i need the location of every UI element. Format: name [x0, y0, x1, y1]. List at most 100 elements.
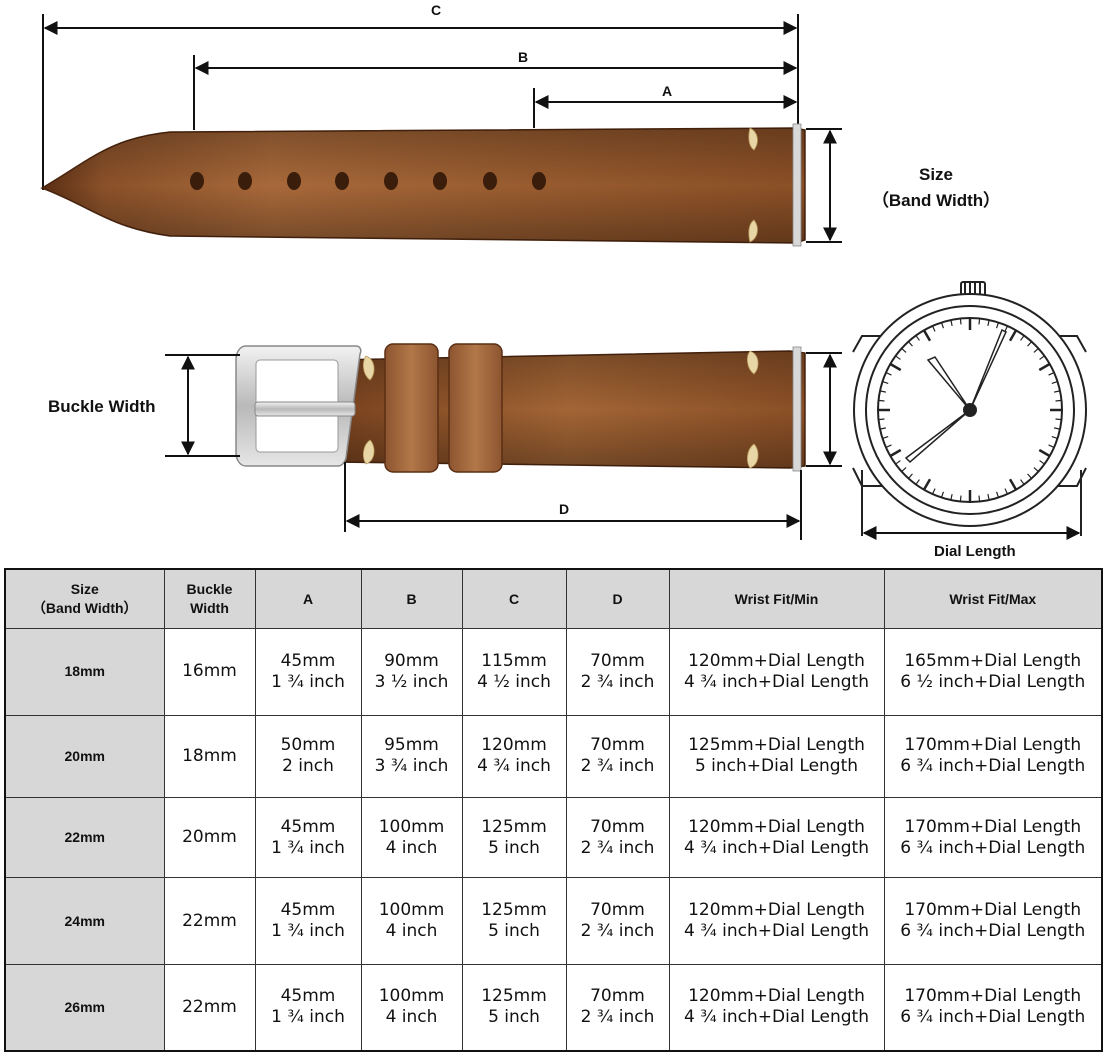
column-header: C — [461, 568, 567, 629]
buckle-width-dimension — [165, 354, 240, 457]
column-header: Wrist Fit/Max — [883, 568, 1103, 629]
b-mm: 90mm — [384, 650, 439, 671]
max-inch: 6 ¾ inch+Dial Length — [900, 1007, 1086, 1028]
max-inch: 6 ½ inch+Dial Length — [900, 671, 1086, 692]
buckle-cell: 16mm — [163, 628, 256, 716]
watch-tick — [922, 478, 932, 491]
watch-tick — [889, 362, 902, 372]
d-mm: 70mm — [590, 650, 645, 671]
d-inch: 2 ¾ inch — [580, 1007, 655, 1028]
c-mm: 120mm — [481, 735, 547, 756]
watch-tick — [882, 436, 889, 440]
min-mm: 120mm+Dial Length — [688, 900, 865, 921]
watch-tick — [915, 479, 920, 485]
watch-tick — [1004, 488, 1008, 495]
label-b: B — [518, 49, 528, 65]
min-mm: 120mm+Dial Length — [688, 650, 865, 671]
watch-tick — [878, 418, 885, 421]
size-cell: 20mm — [4, 714, 165, 798]
tongue-strap — [40, 123, 806, 247]
label-c: C — [431, 2, 441, 18]
watch-tick — [907, 341, 913, 347]
column-header: D — [565, 568, 670, 629]
a-mm: 45mm — [280, 986, 336, 1007]
c-mm: 125mm — [481, 986, 547, 1007]
band-width-label: Size （Band Width） — [870, 162, 1002, 214]
column-header-line1: A — [302, 590, 314, 607]
min-inch: 4 ¾ inch+Dial Length — [684, 837, 869, 858]
buckle-cell: 22mm — [163, 877, 256, 965]
watch-tick — [1053, 390, 1061, 393]
d-inch: 2 ¾ inch — [580, 921, 655, 942]
column-header-line2: （Band Width） — [31, 600, 138, 616]
a-mm: 45mm — [280, 650, 336, 671]
column-header: Size（Band Width） — [4, 568, 165, 629]
watch-tick — [940, 322, 944, 329]
watch-tick — [895, 460, 901, 465]
max-mm: 170mm+Dial Length — [904, 816, 1082, 837]
a-mm: 50mm — [280, 735, 336, 756]
c-inch: 5 inch — [488, 837, 540, 858]
min-mm: 125mm+Dial Length — [688, 735, 865, 756]
b-inch: 4 inch — [385, 837, 438, 858]
d-inch: 2 ¾ inch — [580, 671, 655, 692]
watch-tick — [922, 329, 932, 342]
max-mm: 170mm+Dial Length — [904, 986, 1082, 1007]
c-mm: 125mm — [481, 816, 547, 837]
watch-tick — [950, 493, 953, 501]
watch-tick — [940, 491, 944, 498]
watch-tick — [1048, 444, 1055, 448]
watch-tick — [1027, 341, 1033, 347]
watch-tick — [950, 319, 953, 327]
min-inch: 5 inch+Dial Length — [694, 756, 859, 777]
watch-tick — [885, 444, 892, 448]
watch-tick — [901, 347, 907, 353]
max-inch: 6 ¾ inch+Dial Length — [900, 837, 1086, 858]
watch-tick — [1020, 335, 1025, 341]
d-inch: 2 ¾ inch — [580, 837, 655, 858]
b-inch: 4 inch — [385, 1007, 438, 1028]
strap-holes — [190, 172, 546, 190]
min-mm: 120mm+Dial Length — [688, 816, 865, 837]
a-inch: 1 ¾ inch — [271, 921, 345, 942]
min-mm: 120mm+Dial Length — [688, 986, 865, 1007]
watch-tick — [932, 488, 936, 495]
watch-tick — [996, 491, 1000, 498]
column-header-line1: Buckle — [186, 581, 233, 597]
dimension-b: B — [193, 49, 798, 130]
dimension-a: A — [533, 83, 798, 128]
label-d: D — [559, 501, 569, 517]
watch-tick — [895, 355, 901, 360]
strap-dimension-diagram: C B A — [40, 2, 1087, 540]
watch-tick — [1020, 479, 1025, 485]
max-inch: 6 ¾ inch+Dial Length — [900, 756, 1086, 777]
watch-tick — [1048, 372, 1055, 376]
d-mm: 70mm — [590, 735, 645, 756]
watch-tick — [1033, 467, 1039, 473]
size-cell: 18mm — [4, 628, 165, 716]
buckle-cell: 22mm — [163, 963, 256, 1052]
band-width-dimension-lower — [806, 352, 842, 467]
a-mm: 45mm — [280, 900, 336, 921]
a-inch: 1 ¾ inch — [271, 837, 345, 858]
column-header-line1: C — [508, 590, 520, 607]
c-inch: 5 inch — [488, 1007, 540, 1028]
d-mm: 70mm — [590, 816, 645, 837]
